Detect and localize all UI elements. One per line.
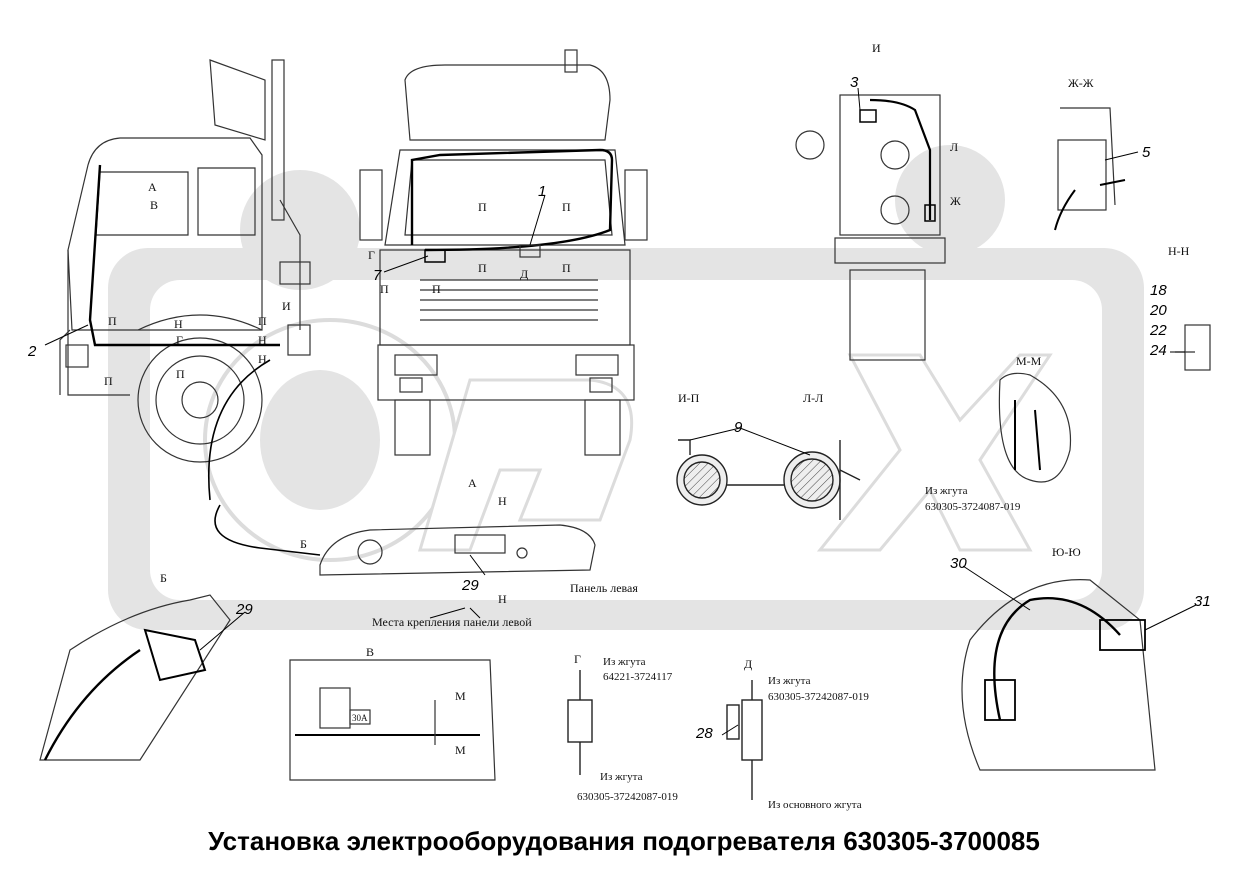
view-label-m-m: М-М — [1016, 354, 1042, 368]
view-label-g-detail: Г — [574, 652, 581, 666]
view-label-yu-yu: Ю-Ю — [1052, 545, 1081, 559]
view-label-l-l: Л-Л — [803, 391, 823, 405]
view-label-b-panel: Б — [300, 537, 307, 551]
section-marks: П П Н Г П П Н Н И П П Г П Д П П П Л Ж Н … — [104, 140, 961, 757]
mark-p: П — [258, 314, 267, 328]
caption-g-harness: 64221-3724117 — [603, 671, 673, 683]
callout-29-panel: 29 — [461, 577, 479, 594]
view-m-m — [998, 372, 1072, 483]
mark-p: П — [432, 282, 441, 296]
mark-p: П — [478, 200, 487, 214]
callout-3: 3 — [850, 74, 859, 91]
view-v-detail — [289, 659, 496, 781]
callout-20: 20 — [1149, 302, 1167, 319]
caption-fuse: 30А — [352, 713, 368, 723]
view-label-a: А — [148, 180, 157, 194]
leader-lines — [44, 87, 1197, 736]
mark-p: П — [380, 282, 389, 296]
mark-i: И — [282, 299, 291, 313]
mark-p: П — [562, 200, 571, 214]
callout-9: 9 — [734, 419, 743, 436]
view-label-zh-zh: Ж-Ж — [1068, 76, 1094, 90]
callout-2: 2 — [27, 343, 37, 360]
view-label-n-n: Н-Н — [1168, 244, 1190, 258]
truck-side-view — [59, 59, 311, 463]
mark-n: Н — [498, 592, 507, 606]
callout-5: 5 — [1142, 144, 1151, 161]
view-label-i-p: И-П — [678, 391, 700, 405]
callout-22: 22 — [1149, 322, 1167, 339]
caption-g-from: Из жгута — [603, 656, 646, 668]
view-yu-yu — [961, 579, 1156, 771]
mark-n: Н — [174, 317, 183, 331]
view-label-d-detail: Д — [744, 657, 752, 671]
caption-panel-left: Панель левая — [570, 581, 638, 595]
view-ip-ll-sections — [676, 439, 861, 520]
diagram-title: Установка электрооборудования подогреват… — [208, 826, 1040, 856]
mark-n: Н — [258, 333, 267, 347]
caption-mm-harness: 630305-3724087-019 — [925, 501, 1021, 513]
view-label-v: В — [150, 198, 158, 212]
callout-24: 24 — [1149, 342, 1167, 359]
view-d-detail — [726, 680, 763, 800]
callout-7: 7 — [373, 267, 382, 284]
mark-p: П — [176, 367, 185, 381]
caption-g-from-2: Из жгута — [600, 771, 643, 783]
callout-31: 31 — [1194, 593, 1211, 610]
caption-d-harness: 630305-37242087-019 — [768, 691, 869, 703]
watermark-logo — [108, 145, 1144, 630]
view-label-b-detail: Б — [160, 571, 167, 585]
mark-m: М — [455, 689, 466, 703]
callout-30: 30 — [950, 555, 967, 572]
mark-n: Н — [258, 352, 267, 366]
mark-m: М — [455, 743, 466, 757]
caption-d-main: Из основного жгута — [768, 799, 862, 811]
view-label-a-panel: А — [468, 476, 477, 490]
caption-panel-mount: Места крепления панели левой — [372, 615, 532, 629]
view-n-n — [1170, 324, 1211, 371]
mark-p: П — [108, 314, 117, 328]
view-g-detail — [567, 670, 593, 775]
truck-front-view — [359, 49, 648, 456]
view-a-panel — [207, 359, 596, 576]
view-i-heater — [795, 94, 946, 361]
caption-mm-from: Из жгута — [925, 485, 968, 497]
mark-g: Г — [368, 248, 375, 262]
callout-1: 1 — [538, 183, 546, 200]
callout-18: 18 — [1150, 282, 1167, 299]
mark-n: Н — [498, 494, 507, 508]
mark-p: П — [104, 374, 113, 388]
view-label-v-detail: В — [366, 645, 374, 659]
mark-p: П — [478, 261, 487, 275]
mark-l: Л — [950, 140, 958, 154]
callout-29-detail: 29 — [235, 601, 253, 618]
mark-d: Д — [520, 267, 528, 281]
caption-d-from: Из жгута — [768, 675, 811, 687]
mark-zh: Ж — [950, 194, 961, 208]
caption-g-harness-2: 630305-37242087-019 — [577, 791, 678, 803]
view-label-i: И — [872, 41, 881, 55]
mark-g: Г — [176, 333, 183, 347]
callout-28: 28 — [695, 725, 713, 742]
mark-p: П — [562, 261, 571, 275]
view-zh-zh — [1054, 107, 1126, 231]
view-b-detail — [39, 594, 231, 761]
